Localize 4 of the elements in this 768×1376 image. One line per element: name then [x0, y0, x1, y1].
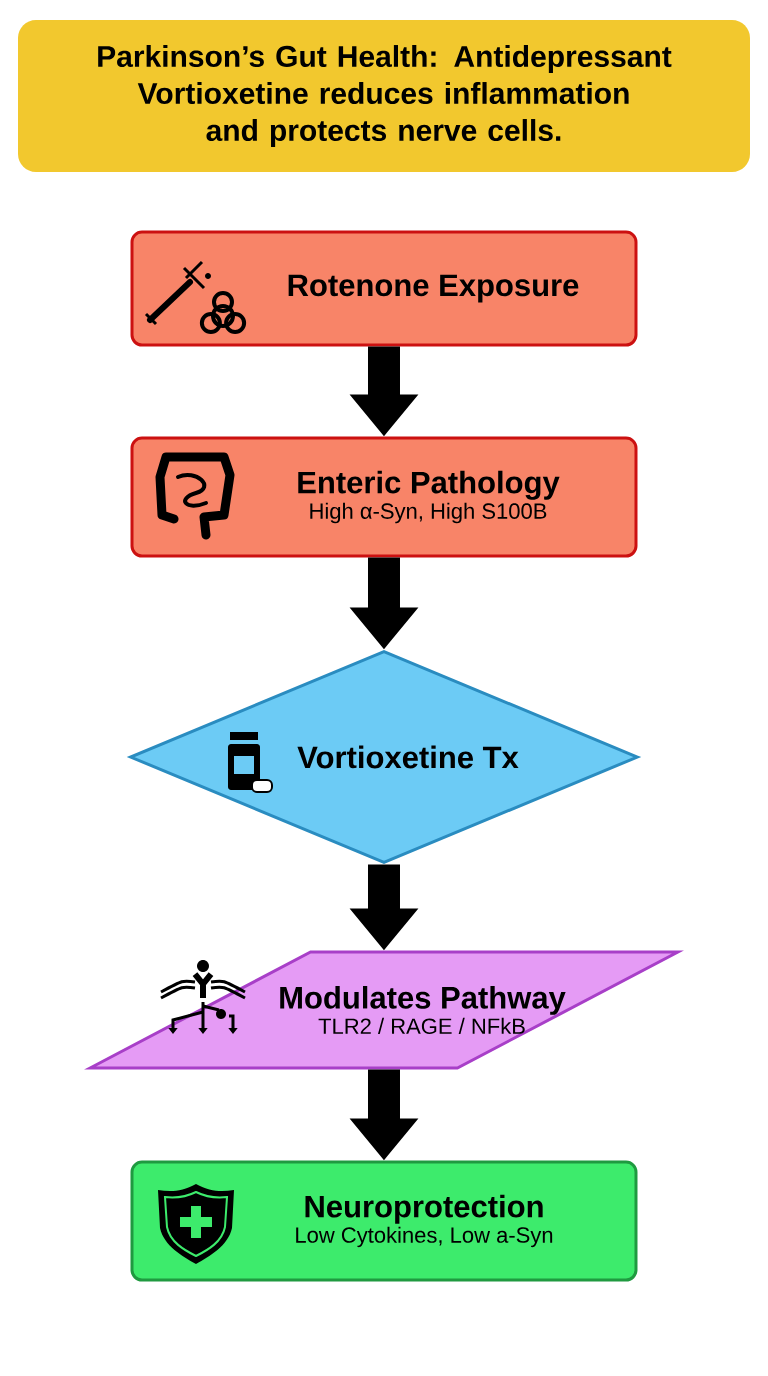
title-banner: Parkinson’s Gut Health: Antidepressant Vortioxetine reduces inflammation and protects nerve cells.: [18, 20, 750, 172]
process-box: Rotenone Exposure: [130, 230, 638, 347]
process-box: Enteric Pathology High α-Syn, High S100B: [130, 436, 638, 558]
process-box: Neuroprotection Low Cytokines, Low a-Syn: [130, 1160, 638, 1282]
